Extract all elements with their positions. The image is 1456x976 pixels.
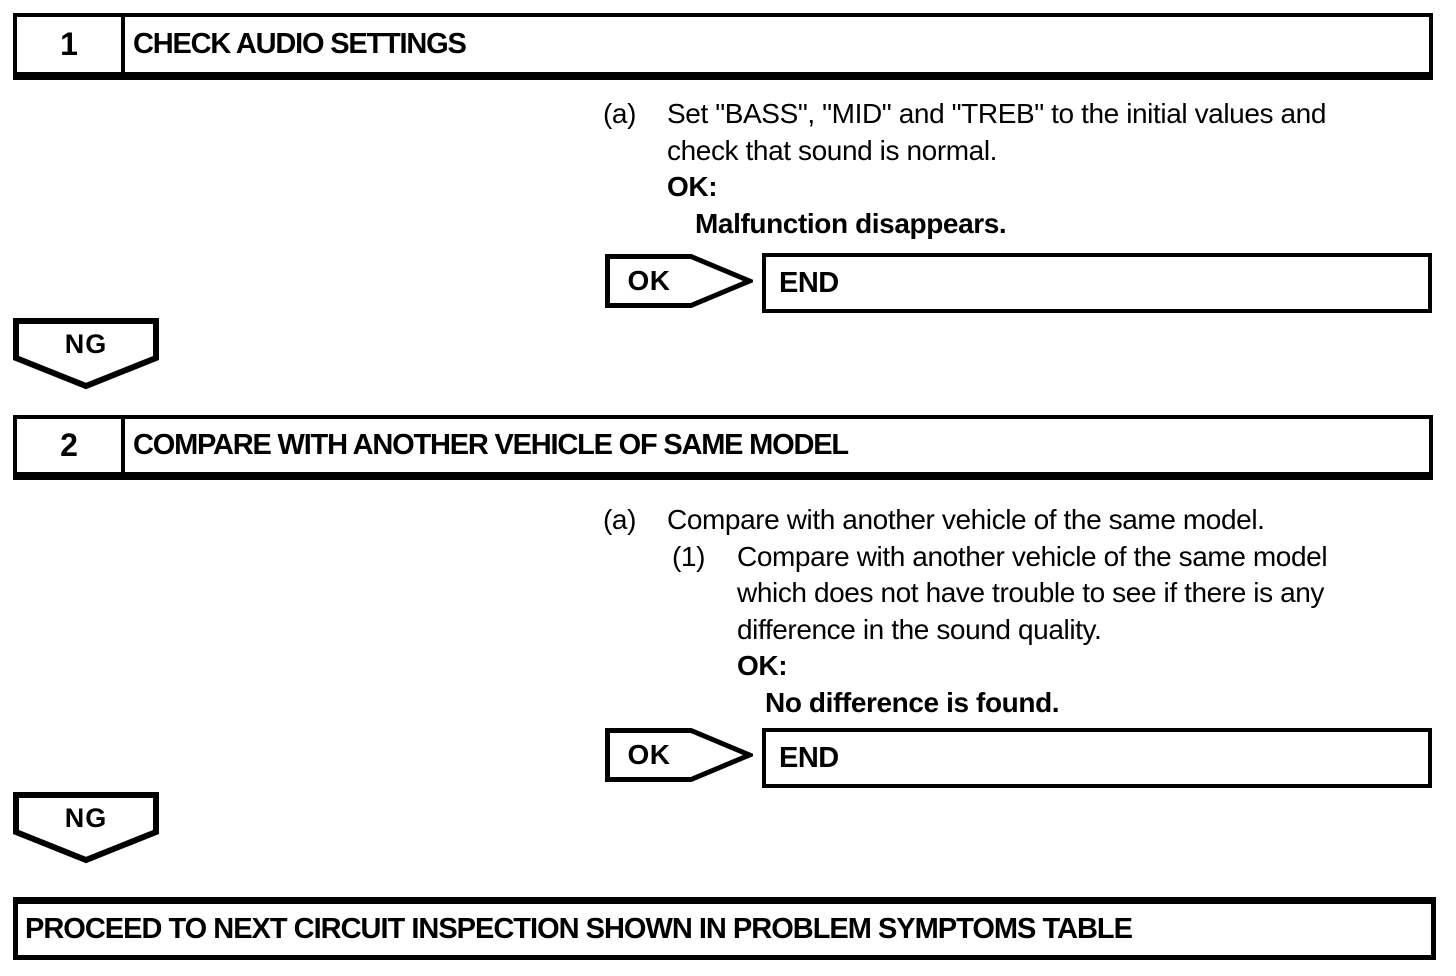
instruction-line: Compare with another vehicle of the same… bbox=[667, 504, 1265, 535]
step-2-number: 2 bbox=[17, 419, 125, 472]
ok-arrow-shape-icon bbox=[605, 728, 753, 782]
step-1-item-marker: (a) bbox=[603, 98, 637, 129]
step-2-item-marker: (a) bbox=[603, 504, 637, 535]
instruction-line: difference in the sound quality. bbox=[737, 613, 1102, 645]
ng-pentagon-shape-icon bbox=[13, 792, 159, 864]
step-1-instructions: (a) Set "BASS", "MID" and "TREB" to the … bbox=[603, 96, 1326, 242]
instruction-line: which does not have trouble to see if th… bbox=[737, 577, 1325, 608]
footer-box: PROCEED TO NEXT CIRCUIT INSPECTION SHOWN… bbox=[13, 897, 1436, 960]
end-label: END bbox=[779, 266, 839, 299]
ng-connector-2: NG bbox=[13, 792, 159, 864]
ok-arrow-shape-icon bbox=[605, 254, 753, 308]
ok-condition-result: Malfunction disappears. bbox=[695, 207, 1007, 239]
instruction-line: Compare with another vehicle of the same… bbox=[737, 540, 1328, 572]
ok-connector-2: OK bbox=[605, 728, 753, 782]
step-2-header-box: 2 COMPARE WITH ANOTHER VEHICLE OF SAME M… bbox=[13, 415, 1433, 480]
ng-connector-label: NG bbox=[64, 328, 108, 359]
ng-connector-1: NG bbox=[13, 318, 159, 390]
ok-condition-label: OK: bbox=[737, 650, 788, 681]
step-2-instructions: (a) Compare with another vehicle of the … bbox=[603, 502, 1328, 721]
ok-connector-label: OK bbox=[627, 739, 671, 770]
step-1-header-box: 1 CHECK AUDIO SETTINGS bbox=[13, 13, 1433, 80]
step-2-title: COMPARE WITH ANOTHER VEHICLE OF SAME MOD… bbox=[133, 429, 849, 461]
step-2-subitem-marker: (1) bbox=[672, 540, 706, 572]
step-1-number: 1 bbox=[17, 17, 125, 72]
ok-condition-label: OK: bbox=[667, 171, 718, 202]
ok-connector-label: OK bbox=[627, 265, 671, 296]
instruction-line: check that sound is normal. bbox=[667, 134, 998, 166]
end-box-2: END bbox=[762, 728, 1432, 788]
ng-connector-label: NG bbox=[64, 802, 108, 833]
ok-connector-1: OK bbox=[605, 254, 753, 308]
step-1-title: CHECK AUDIO SETTINGS bbox=[133, 28, 467, 60]
end-box-1: END bbox=[762, 253, 1432, 313]
end-label: END bbox=[779, 741, 839, 774]
instruction-line: Set "BASS", "MID" and "TREB" to the init… bbox=[667, 98, 1327, 129]
ng-pentagon-shape-icon bbox=[13, 318, 159, 390]
footer-directive-text: PROCEED TO NEXT CIRCUIT INSPECTION SHOWN… bbox=[25, 913, 1133, 945]
ok-condition-result: No difference is found. bbox=[765, 686, 1060, 718]
